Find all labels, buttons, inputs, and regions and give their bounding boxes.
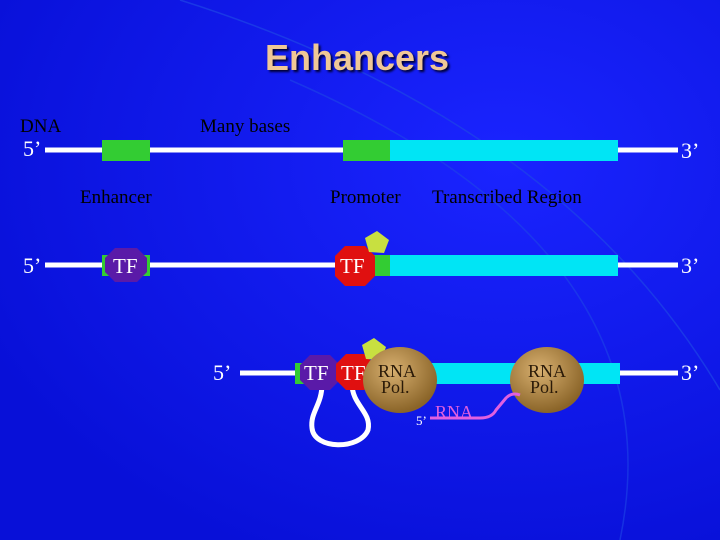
dna-strand-row1 [45,140,678,161]
enhancer-label: Enhancer [80,187,152,208]
dna-label: DNA [20,116,62,137]
rna-pol-1-shape [363,347,437,413]
tf-enhancer-looped-label: TF [304,361,329,385]
many-bases-label: Many bases [200,116,291,137]
tf-promoter-shape [335,246,375,286]
promoter-region [343,140,390,161]
five-prime-label-row1: 5’ [23,136,42,161]
tf-enhancer-label: TF [113,254,138,278]
enhancer-region [102,140,150,161]
tf-enhancer-shape-looped [300,355,340,390]
rna-pol-1-line1: RNA [378,361,417,381]
five-prime-label-row3: 5’ [213,360,232,385]
rna-pol-2-line2: Pol. [530,377,559,397]
tf-small-shape-row2 [365,231,389,253]
three-prime-label-row2: 3’ [681,253,700,278]
dna-strand-row2 [45,231,678,286]
rna-transcript [430,392,521,420]
transcribed-region-label: Transcribed Region [432,187,582,208]
rna-pol-1-line2: Pol. [381,377,410,397]
tf-promoter-looped-label: TF [341,361,366,385]
five-prime-rna-label: 5’ [416,413,427,428]
tf-promoter-label: TF [340,254,365,278]
rna-pol-2-line1: RNA [528,361,567,381]
transcribed-region [390,140,618,161]
three-prime-label-row3: 3’ [681,360,700,385]
dna-strand-row3 [240,338,678,448]
rna-label: RNA [435,402,474,422]
dna-loop [309,383,371,448]
slide-title: Enhancers [265,37,450,78]
promoter-label: Promoter [330,187,401,208]
five-prime-label-row2: 5’ [23,253,42,278]
tf-enhancer-shape [105,248,147,282]
rna-pol-2-shape [510,347,584,413]
three-prime-label-row1: 3’ [681,138,700,163]
